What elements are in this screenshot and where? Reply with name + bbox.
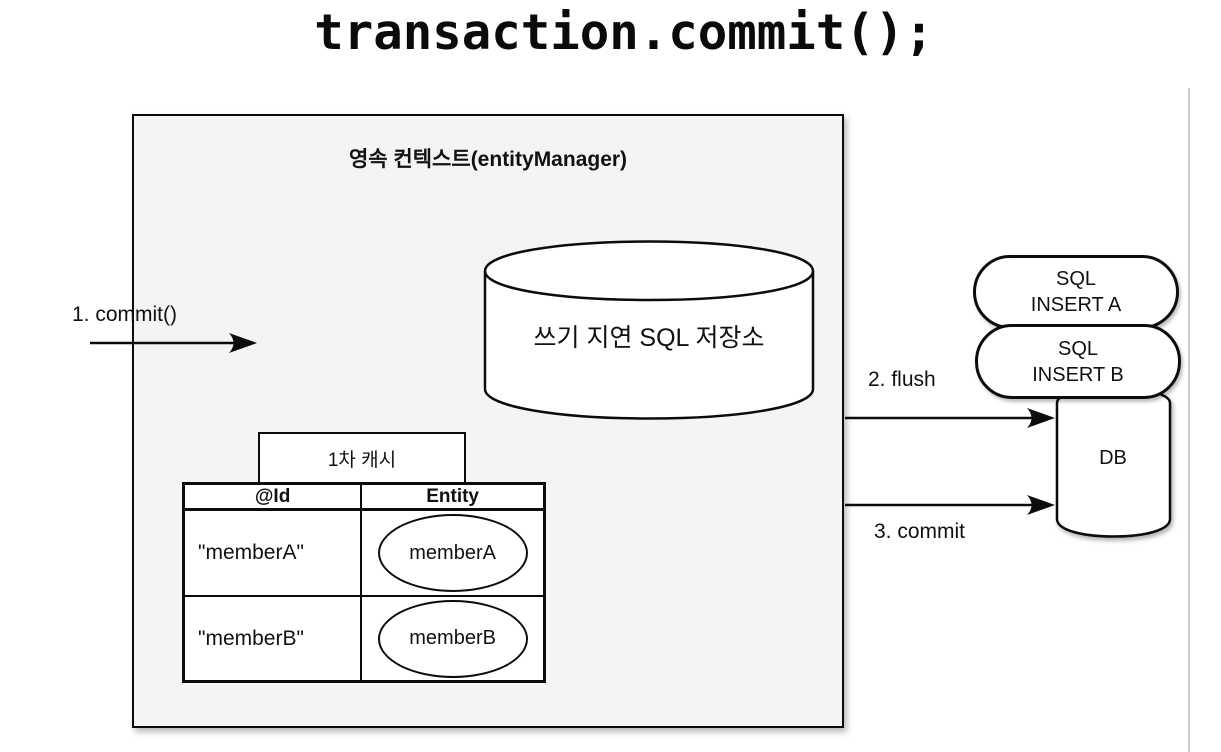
sql-insert-a-pill: SQL INSERT A	[973, 255, 1179, 329]
write-behind-store-label: 쓰기 지연 SQL 저장소	[533, 324, 765, 352]
sql-insert-b-pill: SQL INSERT B	[975, 324, 1181, 399]
sql-insert-a-line2: INSERT A	[1030, 294, 1122, 316]
flush-arrow-label: 2. flush	[868, 368, 936, 391]
entity-ellipse-membera: memberA	[377, 514, 528, 592]
persistence-context-title: 영속 컨텍스트(entityManager)	[348, 148, 628, 171]
cache-cell-entity-memberb: memberB	[362, 597, 543, 680]
db-commit-arrow	[845, 495, 1055, 515]
cache-cell-entity-membera: memberA	[362, 511, 543, 597]
sql-insert-a-line1: SQL	[1055, 268, 1097, 290]
entity-label-membera: memberA	[409, 541, 496, 564]
cache-header-id: @Id	[185, 485, 363, 511]
entity-ellipse-memberb: memberB	[377, 599, 528, 678]
db-label: DB	[1099, 447, 1127, 469]
first-level-cache-table: @Id Entity "memberA" memberA "memberB" m…	[182, 482, 546, 683]
commit-arrow-label: 1. commit()	[72, 303, 177, 326]
diagram-title: transaction.commit();	[314, 4, 934, 61]
sql-insert-b-line1: SQL	[1057, 337, 1099, 360]
entity-label-memberb: memberB	[409, 627, 496, 649]
page-edge-line	[1188, 88, 1190, 752]
sql-insert-b-line2: INSERT B	[1032, 363, 1124, 386]
flush-arrow	[845, 408, 1055, 428]
db-commit-arrow-label: 3. commit	[874, 520, 966, 543]
first-level-cache-tab: 1차 캐시	[258, 432, 466, 486]
cache-cell-id-membera: "memberA"	[185, 511, 363, 597]
cache-header-entity: Entity	[362, 485, 543, 511]
cache-cell-id-memberb: "memberB"	[185, 597, 363, 680]
first-level-cache-tab-label: 1차 캐시	[327, 449, 397, 471]
